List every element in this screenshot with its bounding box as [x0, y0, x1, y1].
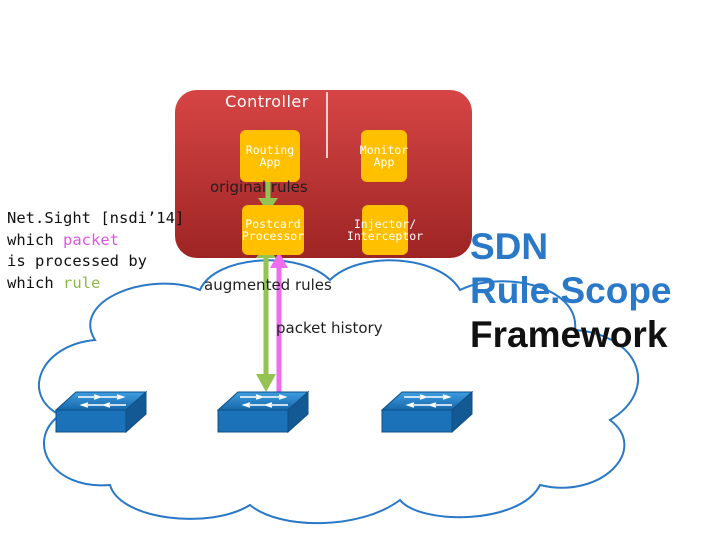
framework-title-sdn: SDN — [470, 226, 549, 267]
augmented-rules-arrowhead-bottom — [256, 374, 276, 392]
framework-title-framework: Framework — [470, 314, 668, 355]
netsight-which-text: which — [7, 230, 63, 249]
netsight-line-3: is processed by — [7, 252, 147, 270]
network-switch-icon — [54, 390, 148, 434]
netsight-rule-highlight: rule — [63, 273, 101, 292]
netsight-packet-highlight: packet — [63, 230, 119, 249]
packet-history-arrowhead — [270, 252, 288, 268]
injector-interceptor-box: Injector/ Interceptor — [347, 205, 423, 255]
postcard-processor-box: Postcard Processor — [242, 205, 304, 255]
framework-title-rulescope: Rule.Scope — [470, 270, 672, 311]
netsight-description: Net.Sight [nsdi’14] which packet is proc… — [7, 208, 184, 294]
framework-title: SDN Rule.Scope Framework — [470, 225, 672, 357]
network-switch-icon — [216, 390, 310, 434]
netsight-line-4: which rule — [7, 273, 184, 295]
netsight-line-2: which packet — [7, 230, 184, 252]
packet-history-label: packet history — [276, 319, 383, 337]
netsight-line-1: Net.Sight [nsdi’14] — [7, 209, 185, 227]
controller-title: Controller — [225, 92, 309, 111]
routing-app-box: Routing App — [240, 130, 300, 182]
network-cloud — [38, 259, 639, 525]
netsight-which-text-2: which — [7, 273, 63, 292]
network-switch-icon — [380, 390, 474, 434]
controller-box — [175, 90, 472, 258]
augmented-rules-label: augmented rules — [204, 276, 332, 294]
monitor-app-box: Monitor App — [360, 130, 408, 182]
original-rules-label: original rules — [210, 178, 308, 196]
